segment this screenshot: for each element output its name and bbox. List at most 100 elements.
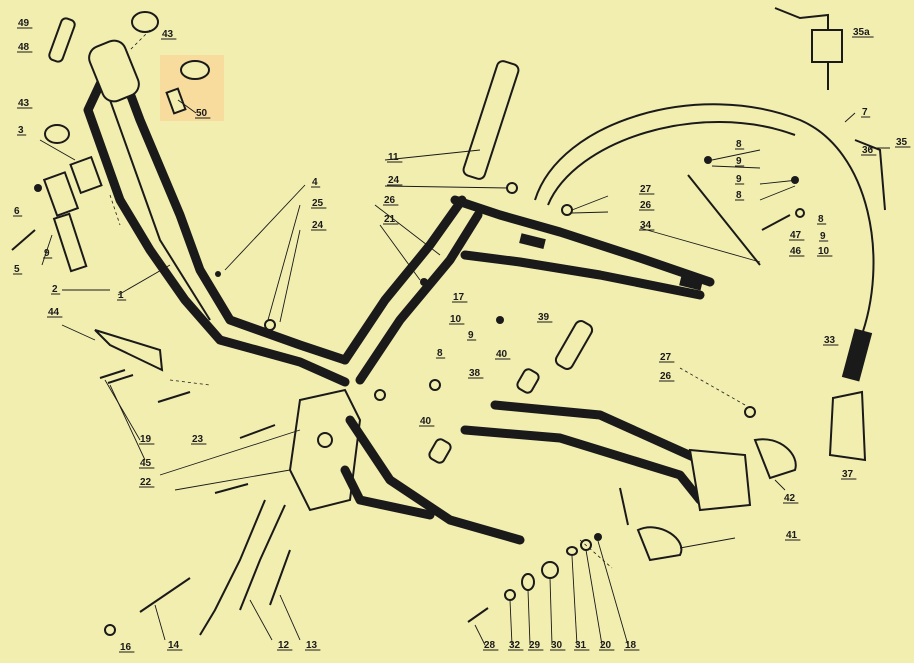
callout-24b: 24 bbox=[388, 175, 400, 186]
part-42-cover bbox=[753, 438, 797, 480]
callout-17: 17 bbox=[453, 292, 465, 303]
part-14-pin bbox=[139, 577, 191, 613]
part-3-spring bbox=[69, 155, 103, 195]
part-6-nut bbox=[34, 184, 42, 192]
callout-9d: 9 bbox=[736, 174, 742, 185]
part-43-lower bbox=[44, 124, 70, 144]
part-5-bolt bbox=[11, 229, 36, 251]
callout-45: 45 bbox=[140, 458, 152, 469]
callout-9a: 9 bbox=[44, 248, 50, 259]
callout-36: 36 bbox=[862, 145, 874, 156]
callout-27a: 27 bbox=[640, 184, 652, 195]
callout-26b: 26 bbox=[640, 200, 652, 211]
part-18-nut bbox=[594, 533, 602, 541]
part-9-bracket bbox=[52, 212, 88, 273]
callout-8b: 8 bbox=[736, 139, 742, 150]
callout-14: 14 bbox=[168, 640, 180, 651]
callout-9b: 9 bbox=[468, 330, 474, 341]
part-33-flap bbox=[841, 328, 873, 382]
callout-8c: 8 bbox=[736, 190, 742, 201]
bolt-22b bbox=[214, 483, 249, 494]
callout-2: 2 bbox=[52, 284, 58, 295]
part-47-washer bbox=[795, 208, 805, 218]
part-13-spring bbox=[269, 549, 291, 606]
callout-50: 50 bbox=[196, 108, 208, 119]
bolt-22a bbox=[239, 424, 276, 439]
part-clamp bbox=[42, 171, 80, 217]
callout-21: 21 bbox=[384, 214, 396, 225]
callout-9e: 9 bbox=[820, 231, 826, 242]
callout-33: 33 bbox=[824, 335, 836, 346]
callout-26c: 26 bbox=[660, 371, 672, 382]
main-frame bbox=[83, 39, 715, 545]
part-12-stand bbox=[199, 499, 266, 636]
bolt-19 bbox=[99, 369, 126, 379]
bolt-45 bbox=[107, 374, 134, 384]
part-26-washer-b bbox=[744, 406, 756, 418]
callout-39: 39 bbox=[538, 312, 550, 323]
part-40-bush-a bbox=[516, 368, 540, 394]
callout-1: 1 bbox=[118, 290, 124, 301]
callout-29: 29 bbox=[529, 640, 541, 651]
part-44-plate bbox=[94, 329, 164, 372]
callout-44: 44 bbox=[48, 307, 60, 318]
part-21-nut bbox=[420, 278, 428, 286]
part-16-clip bbox=[104, 624, 116, 636]
part-43-top bbox=[131, 11, 159, 33]
part-50-sleeve bbox=[165, 87, 187, 115]
callout-22: 22 bbox=[140, 477, 152, 488]
callout-5: 5 bbox=[14, 264, 20, 275]
callout-47: 47 bbox=[790, 230, 802, 241]
callout-11: 11 bbox=[388, 152, 399, 163]
part-50-cap bbox=[180, 60, 210, 80]
part-37-guard bbox=[828, 390, 867, 462]
callout-41: 41 bbox=[786, 530, 798, 541]
callout-19: 19 bbox=[140, 434, 152, 445]
callout-12: 12 bbox=[278, 640, 290, 651]
callout-8a: 8 bbox=[437, 348, 443, 359]
callout-38: 38 bbox=[469, 368, 481, 379]
callout-18: 18 bbox=[625, 640, 637, 651]
part-46-bolt bbox=[761, 214, 791, 231]
part-11-seatpost bbox=[462, 60, 520, 180]
part-34-rod bbox=[687, 174, 761, 266]
part-8-nut-c bbox=[496, 316, 504, 324]
callout-49: 49 bbox=[18, 18, 30, 29]
part-35-strut bbox=[854, 139, 886, 211]
callout-27b: 27 bbox=[660, 352, 672, 363]
part-41-cover bbox=[636, 526, 683, 562]
callout-30: 30 bbox=[551, 640, 563, 651]
callout-23: 23 bbox=[192, 434, 204, 445]
part-33-fender bbox=[534, 103, 875, 341]
callout-4: 4 bbox=[312, 177, 318, 188]
callout-24a: 24 bbox=[312, 220, 324, 231]
callout-40a: 40 bbox=[496, 349, 508, 360]
part-8-nut-a bbox=[704, 156, 712, 164]
callout-7: 7 bbox=[862, 107, 868, 118]
callout-46: 46 bbox=[790, 246, 802, 257]
part-28-bolt bbox=[467, 607, 489, 623]
callout-28: 28 bbox=[484, 640, 496, 651]
part-40-bush-b bbox=[428, 438, 452, 464]
callout-13: 13 bbox=[306, 640, 318, 651]
callout-6: 6 bbox=[14, 206, 20, 217]
callout-10a: 10 bbox=[450, 314, 462, 325]
part-31-spacer bbox=[566, 546, 578, 556]
callout-25: 25 bbox=[312, 198, 324, 209]
callout-9c: 9 bbox=[736, 156, 742, 167]
callout-37: 37 bbox=[842, 469, 854, 480]
callout-48: 48 bbox=[18, 42, 30, 53]
callout-43b: 43 bbox=[18, 98, 30, 109]
callout-26a: 26 bbox=[384, 195, 396, 206]
callout-35a: 35a bbox=[853, 27, 870, 38]
callout-20: 20 bbox=[600, 640, 612, 651]
part-49 bbox=[48, 17, 76, 63]
callout-3: 3 bbox=[18, 125, 24, 136]
callout-42: 42 bbox=[784, 493, 796, 504]
part-39-tube bbox=[554, 320, 594, 370]
callout-16: 16 bbox=[120, 642, 132, 653]
callout-8d: 8 bbox=[818, 214, 824, 225]
